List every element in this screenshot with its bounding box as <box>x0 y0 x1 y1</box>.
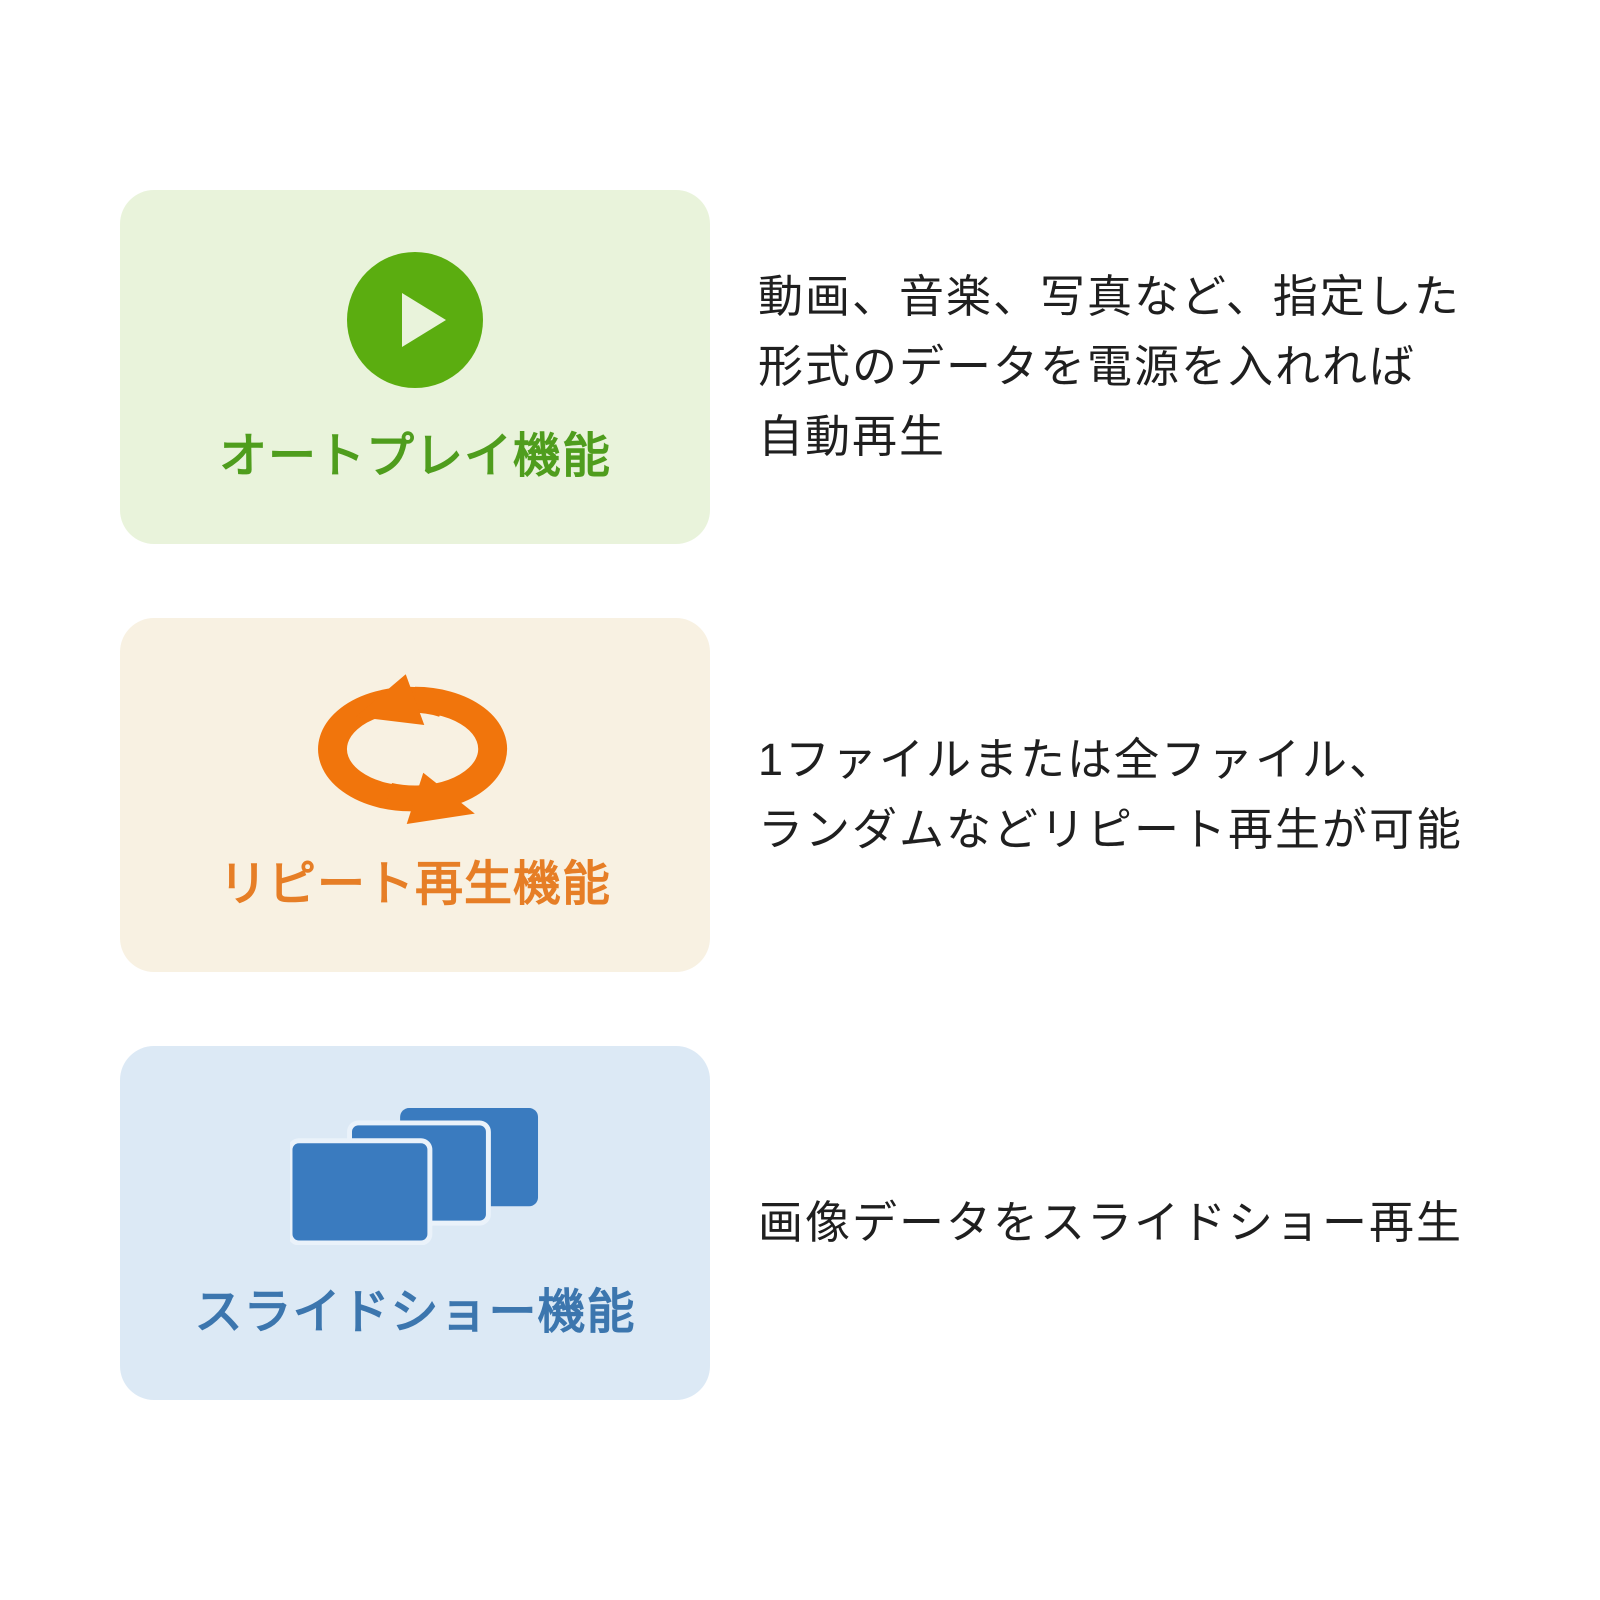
feature-label-slideshow: スライドショー機能 <box>194 1286 636 1339</box>
description-line: 自動再生 <box>758 411 947 462</box>
slideshow-icon <box>290 1101 540 1251</box>
feature-card-autoplay: オートプレイ機能 <box>120 190 710 544</box>
feature-rows: オートプレイ機能 動画、音楽、写真など、指定した 形式のデータを電源を入れれば … <box>120 190 1463 1400</box>
feature-row-slideshow: スライドショー機能 画像データをスライドショー再生 <box>120 1046 1463 1400</box>
play-icon <box>347 245 483 395</box>
description-line: 形式のデータを電源を入れれば <box>758 341 1417 392</box>
feature-label-autoplay: オートプレイ機能 <box>218 430 611 483</box>
feature-description-repeat: 1ファイルまたは全ファイル、 ランダムなどリピート再生が可能 <box>758 725 1463 865</box>
description-line: 1ファイルまたは全ファイル、 <box>758 734 1397 785</box>
feature-row-autoplay: オートプレイ機能 動画、音楽、写真など、指定した 形式のデータを電源を入れれば … <box>120 190 1463 544</box>
feature-card-repeat: リピート再生機能 <box>120 618 710 972</box>
feature-description-slideshow: 画像データをスライドショー再生 <box>758 1188 1463 1258</box>
feature-label-repeat: リピート再生機能 <box>218 858 611 911</box>
repeat-icon <box>315 673 515 824</box>
description-line: 動画、音楽、写真など、指定した <box>758 271 1461 322</box>
feature-description-autoplay: 動画、音楽、写真など、指定した 形式のデータを電源を入れれば 自動再生 <box>758 262 1461 472</box>
description-line: ランダムなどリピート再生が可能 <box>758 804 1464 855</box>
feature-row-repeat: リピート再生機能 1ファイルまたは全ファイル、 ランダムなどリピート再生が可能 <box>120 618 1463 972</box>
description-line: 画像データをスライドショー再生 <box>758 1197 1464 1248</box>
feature-card-slideshow: スライドショー機能 <box>120 1046 710 1400</box>
